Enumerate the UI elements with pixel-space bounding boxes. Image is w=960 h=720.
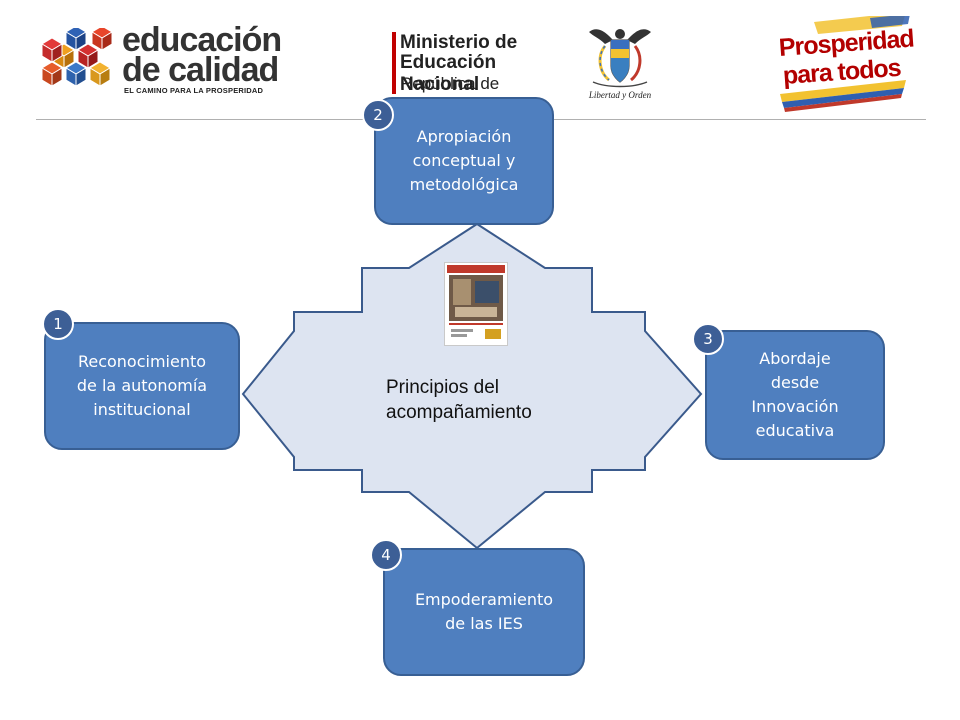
principle-3-line1: Abordaje [759,349,831,368]
principle-4-line2: de las IES [445,614,523,633]
principle-2-line3: metodológica [409,175,519,194]
prosperidad-logo: Prosperidad para todos [778,16,914,112]
principle-3-line4: educativa [755,421,835,440]
principle-box-3: Abordaje desde Innovación educativa [705,330,885,460]
prosperity-flag-stripes [780,16,910,112]
educacion-de-calidad-logo: educación de calidad EL CAMINO PARA LA P… [34,22,294,98]
ministry-red-bar [392,32,396,94]
principle-2-line2: conceptual y [412,151,516,170]
center-label-line2: acompañamiento [386,402,532,423]
principle-3-line2: desde [770,373,820,392]
document-cover-icon [447,265,505,339]
center-label-line1: Principios del [386,377,499,398]
center-label: Principios del acompañamiento [386,375,532,425]
number-badge-1: 1 [42,308,74,340]
cube-logo-icon [41,28,113,87]
number-badge-3: 3 [692,323,724,355]
coat-of-arms-motto: Libertad y Orden [588,90,652,100]
plan-document-thumbnail [444,262,508,346]
principle-3-line3: Innovación [751,397,839,416]
principle-1-line2: de la autonomía [76,376,208,395]
principle-1-line3: institucional [93,400,191,419]
principle-box-2: Apropiación conceptual y metodológica [374,97,554,225]
ministry-line1: Ministerio de [400,32,518,53]
principle-box-4: Empoderamiento de las IES [383,548,585,676]
principle-1-line1: Reconocimiento [77,352,207,371]
principle-box-1: Reconocimiento de la autonomía instituci… [44,322,240,450]
number-badge-4: 4 [370,539,402,571]
principle-4-line1: Empoderamiento [414,590,554,609]
edu-logo-tagline: EL CAMINO PARA LA PROSPERIDAD [124,86,264,95]
principle-2-line1: Apropiación [416,127,512,146]
number-badge-2: 2 [362,99,394,131]
four-way-arrow [241,222,703,550]
coat-of-arms: Libertad y Orden [583,22,657,106]
edu-logo-line2: de calidad [122,51,279,89]
ministry-line2: Educación Nacional [400,52,497,95]
edu-logo-line1: educación [122,21,282,59]
coat-of-arms-icon [589,29,651,88]
